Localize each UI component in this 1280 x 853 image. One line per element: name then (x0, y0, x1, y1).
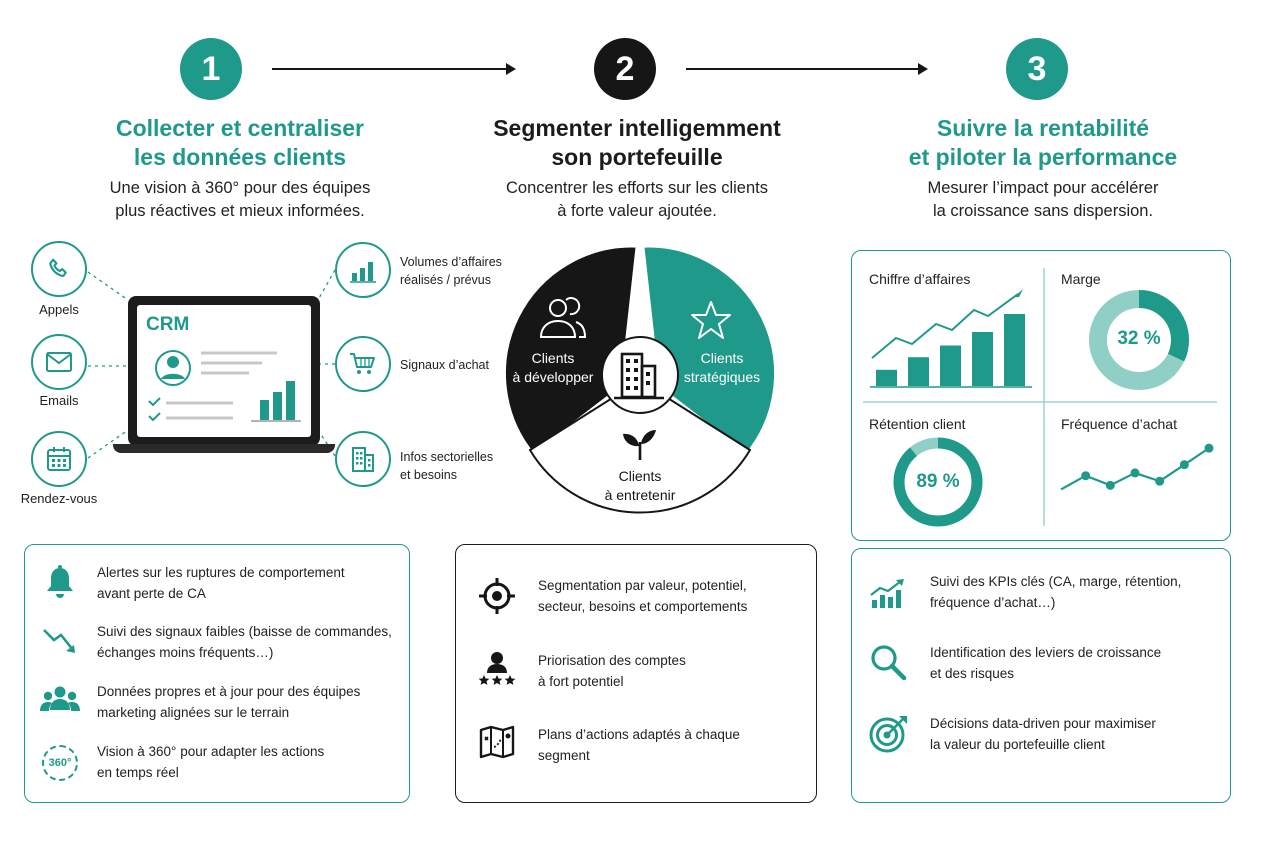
frequency-point (1204, 443, 1214, 453)
crm-screen-content (148, 350, 301, 422)
map-icon (479, 725, 515, 759)
benefits-box-segment (455, 544, 817, 803)
phone-icon (31, 241, 87, 297)
office-building-icon (614, 352, 664, 400)
kpi-dividers (863, 268, 1217, 526)
benefits-box-collect (24, 544, 410, 803)
retention-donut (893, 437, 983, 527)
sprout-icon (623, 430, 656, 460)
step-1-badge: 1 (180, 38, 242, 100)
benefit-weak-signals: Suivi des signaux faibles (baisse de com… (97, 624, 392, 660)
star-icon (691, 301, 731, 339)
segment-center (601, 336, 679, 414)
calendar-icon (31, 431, 87, 487)
benefit-alerts: Alertes sur les ruptures de comportement… (97, 565, 345, 601)
benefit-kpi-tracking: Suivi des KPIs clés (CA, marge, rétentio… (930, 574, 1182, 610)
team-icon (40, 686, 80, 711)
revenue-bar (876, 369, 897, 386)
frequency-point (1081, 471, 1091, 481)
arrow-step-1-to-2 (272, 63, 516, 75)
mail-icon (31, 334, 87, 390)
revenue-chart (870, 289, 1032, 388)
kpi-dashboard (851, 250, 1231, 541)
retention-value: 89 % (916, 471, 960, 492)
frequency-point (1155, 476, 1165, 486)
signal-label-purchase: Signaux d’achat (400, 358, 489, 372)
benefit-segmentation: Segmentation par valeur, potentiel,secte… (538, 578, 748, 614)
frequency-chart (1060, 443, 1214, 491)
star-user-icon (478, 652, 516, 685)
trend-down-icon (43, 629, 75, 653)
source-label-calls: Appels (39, 302, 79, 317)
kpi-title-revenue: Chiffre d’affaires (869, 271, 971, 287)
users-icon (539, 297, 587, 338)
revenue-bar (972, 332, 993, 386)
step-2-badge: 2 (594, 38, 656, 100)
kpi-title-margin: Marge (1061, 271, 1101, 287)
segment-strategic (640, 243, 778, 458)
revenue-bar (940, 345, 961, 386)
magnifier-icon (871, 645, 907, 681)
kpi-title-retention: Rétention client (869, 416, 966, 432)
benefit-growth-levers: Identification des leviers de croissance… (930, 645, 1162, 681)
growth-chart-icon (870, 579, 904, 608)
frequency-point (1179, 460, 1189, 470)
kpi-title-frequency: Fréquence d’achat (1061, 416, 1177, 432)
revenue-bar (908, 357, 929, 386)
frequency-point (1105, 480, 1115, 490)
360-icon: 360° (42, 745, 78, 781)
benefit-clean-data: Données propres et à jour pour des équip… (97, 684, 361, 720)
bar-chart-icon (335, 242, 391, 298)
source-label-emails: Emails (39, 393, 79, 408)
building-icon (335, 431, 391, 487)
arrow-step-2-to-3 (686, 63, 928, 75)
source-label-meetings: Rendez-vous (20, 491, 98, 506)
crm-connectors (87, 269, 336, 459)
target-icon (479, 578, 515, 614)
margin-donut (1089, 290, 1189, 390)
margin-value: 32 % (1117, 328, 1161, 349)
bullseye-icon (869, 716, 907, 753)
laptop-base (113, 444, 335, 453)
step-3-badge: 3 (1006, 38, 1068, 100)
cart-icon (335, 336, 391, 392)
segment-develop (502, 243, 640, 458)
segment-wheel (502, 243, 778, 514)
bell-icon (47, 565, 73, 598)
benefits-box-performance (851, 548, 1231, 803)
frequency-point (1130, 468, 1140, 478)
crm-label: CRM (146, 314, 190, 335)
revenue-bar (1004, 314, 1025, 386)
